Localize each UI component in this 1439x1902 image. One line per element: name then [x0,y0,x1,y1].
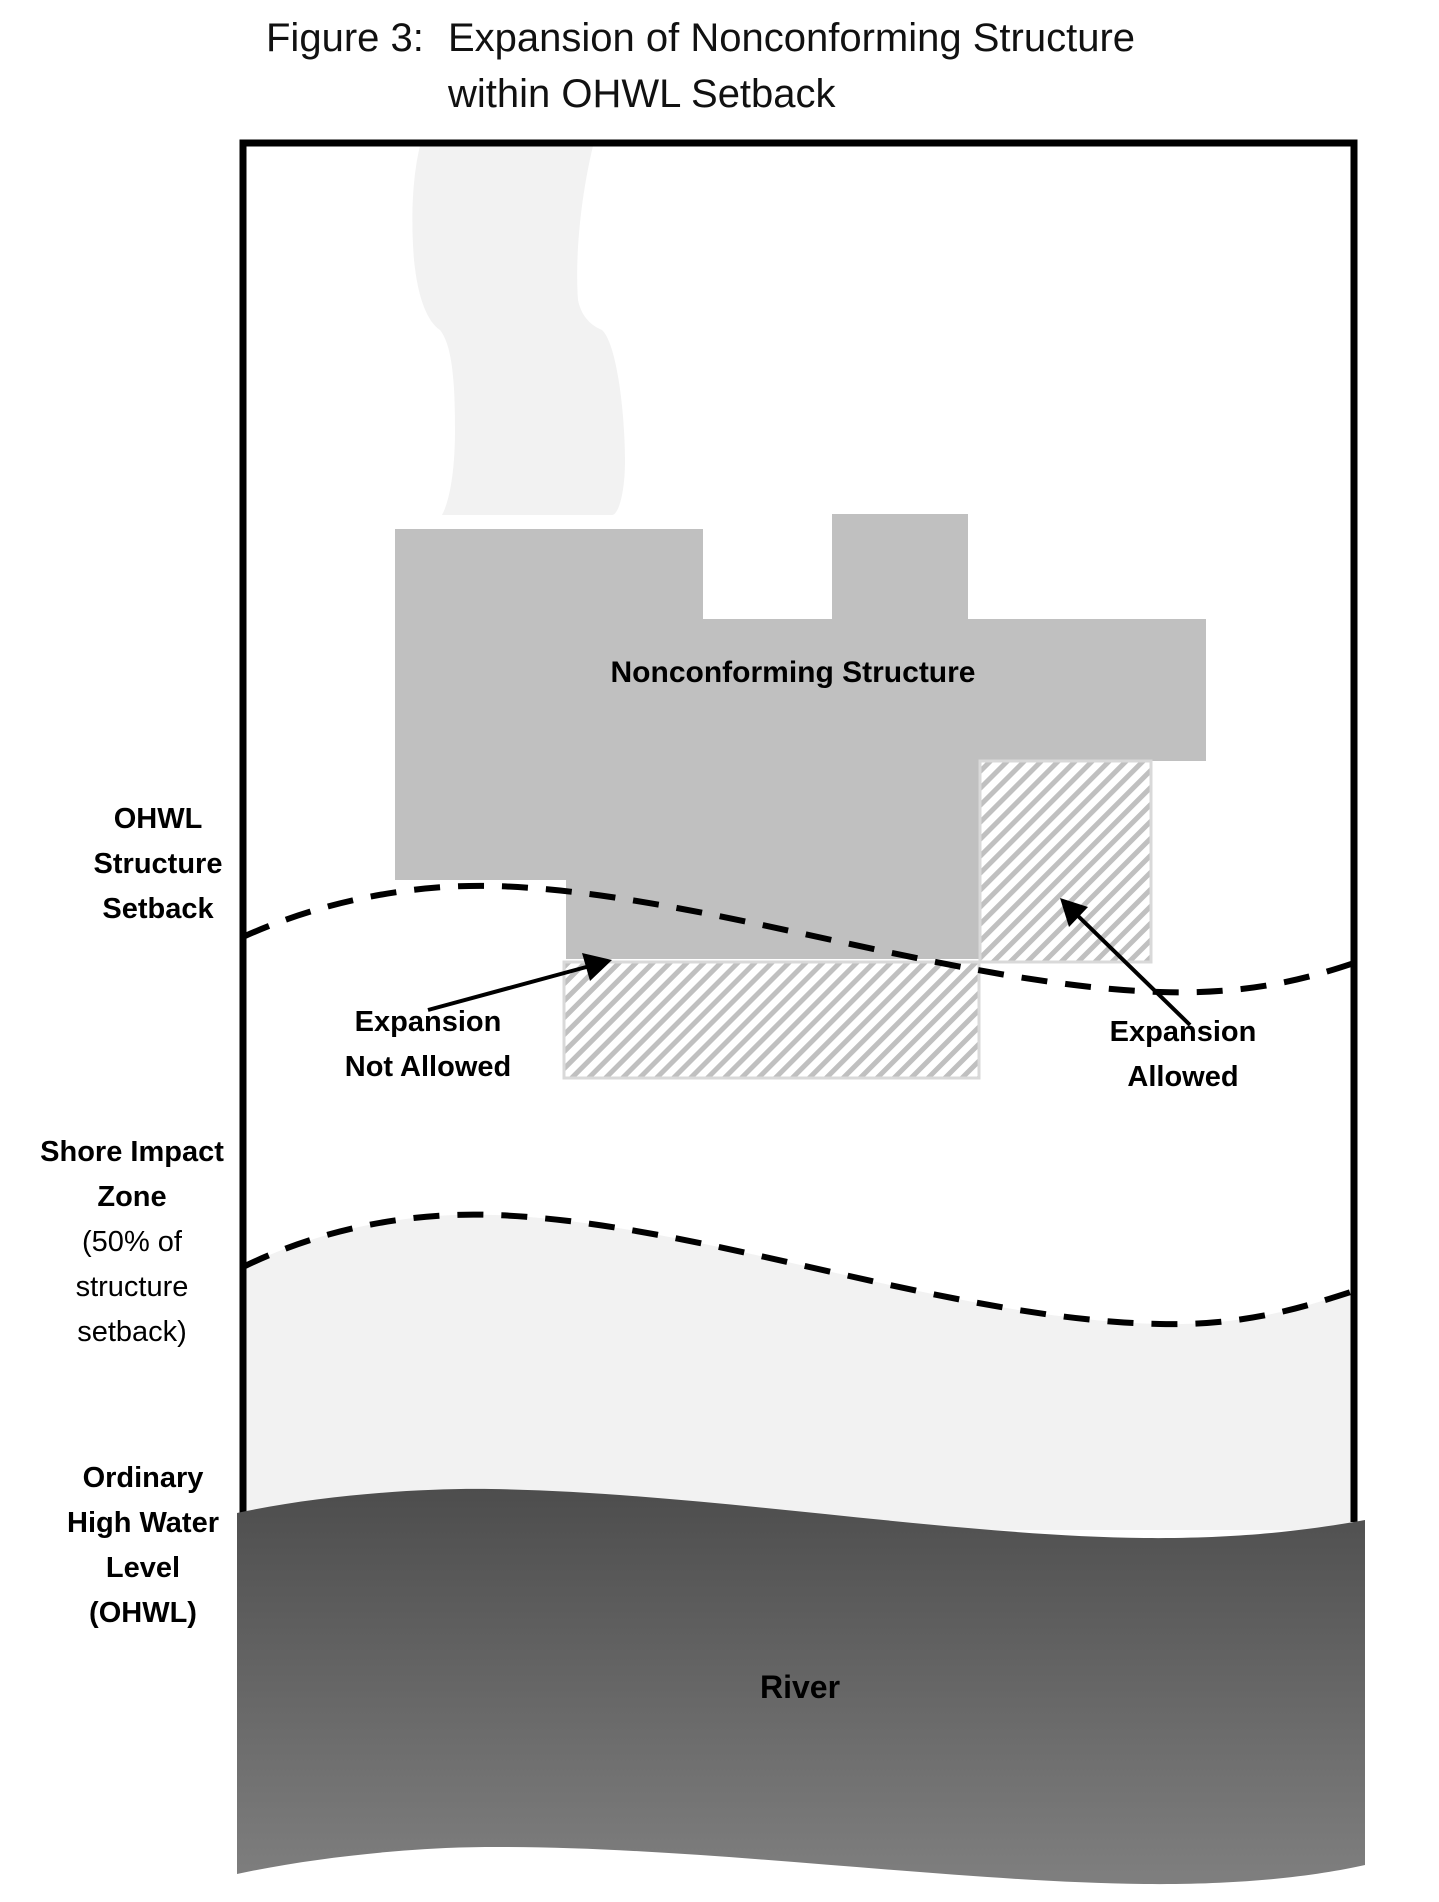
shore-impact-zone-line [243,1211,1358,1328]
expansion-allowed-area [978,759,1153,964]
label-shore-impact-note-line-2: structure [75,1271,189,1303]
arrow-expansion-not-allowed [427,953,612,1012]
label-shore-impact-zone-line-2: Zone [97,1181,167,1213]
label-expansion-allowed-line-2: Allowed [1127,1061,1239,1093]
figure-title-line-2: within OHWL Setback [448,72,836,116]
label-ohwl-line-4: (OHWL) [89,1597,197,1629]
ohwl-setback-line [243,882,1358,996]
label-ohwl-line-1: Ordinary [82,1462,204,1494]
label-expansion-allowed-line-1: Expansion [1109,1016,1257,1048]
river-shape [237,1488,1365,1885]
label-ohwl-setback-line-2: Structure [93,848,223,880]
label-shore-impact-note-line-1: (50% of [82,1226,182,1258]
figure-number: Figure 3: [266,16,424,60]
label-shore-impact-zone-line-1: Shore Impact [40,1136,224,1168]
arrow-expansion-allowed [1060,898,1192,1027]
lot-boundary-frame [239,139,1358,1522]
label-expansion-not-allowed-line-2: Not Allowed [344,1051,512,1083]
label-ohwl-line-3: Level [105,1552,181,1584]
figure-title-line-1: Expansion of Nonconforming Structure [448,16,1136,60]
label-ohwl-line-2: High Water [67,1507,219,1539]
nonconforming-structure-shape [395,514,1206,959]
shore-impact-zone-area [245,1214,1357,1530]
label-river: River [759,1669,841,1705]
label-ohwl-setback-line-3: Setback [102,893,214,925]
driveway-shape [412,146,625,515]
label-ohwl-setback-line-1: OHWL [113,803,203,835]
expansion-not-allowed-area [562,960,981,1080]
label-expansion-not-allowed-line-1: Expansion [354,1006,502,1038]
label-nonconforming-structure: Nonconforming Structure [610,656,976,689]
label-shore-impact-note-line-3: setback) [77,1316,187,1348]
